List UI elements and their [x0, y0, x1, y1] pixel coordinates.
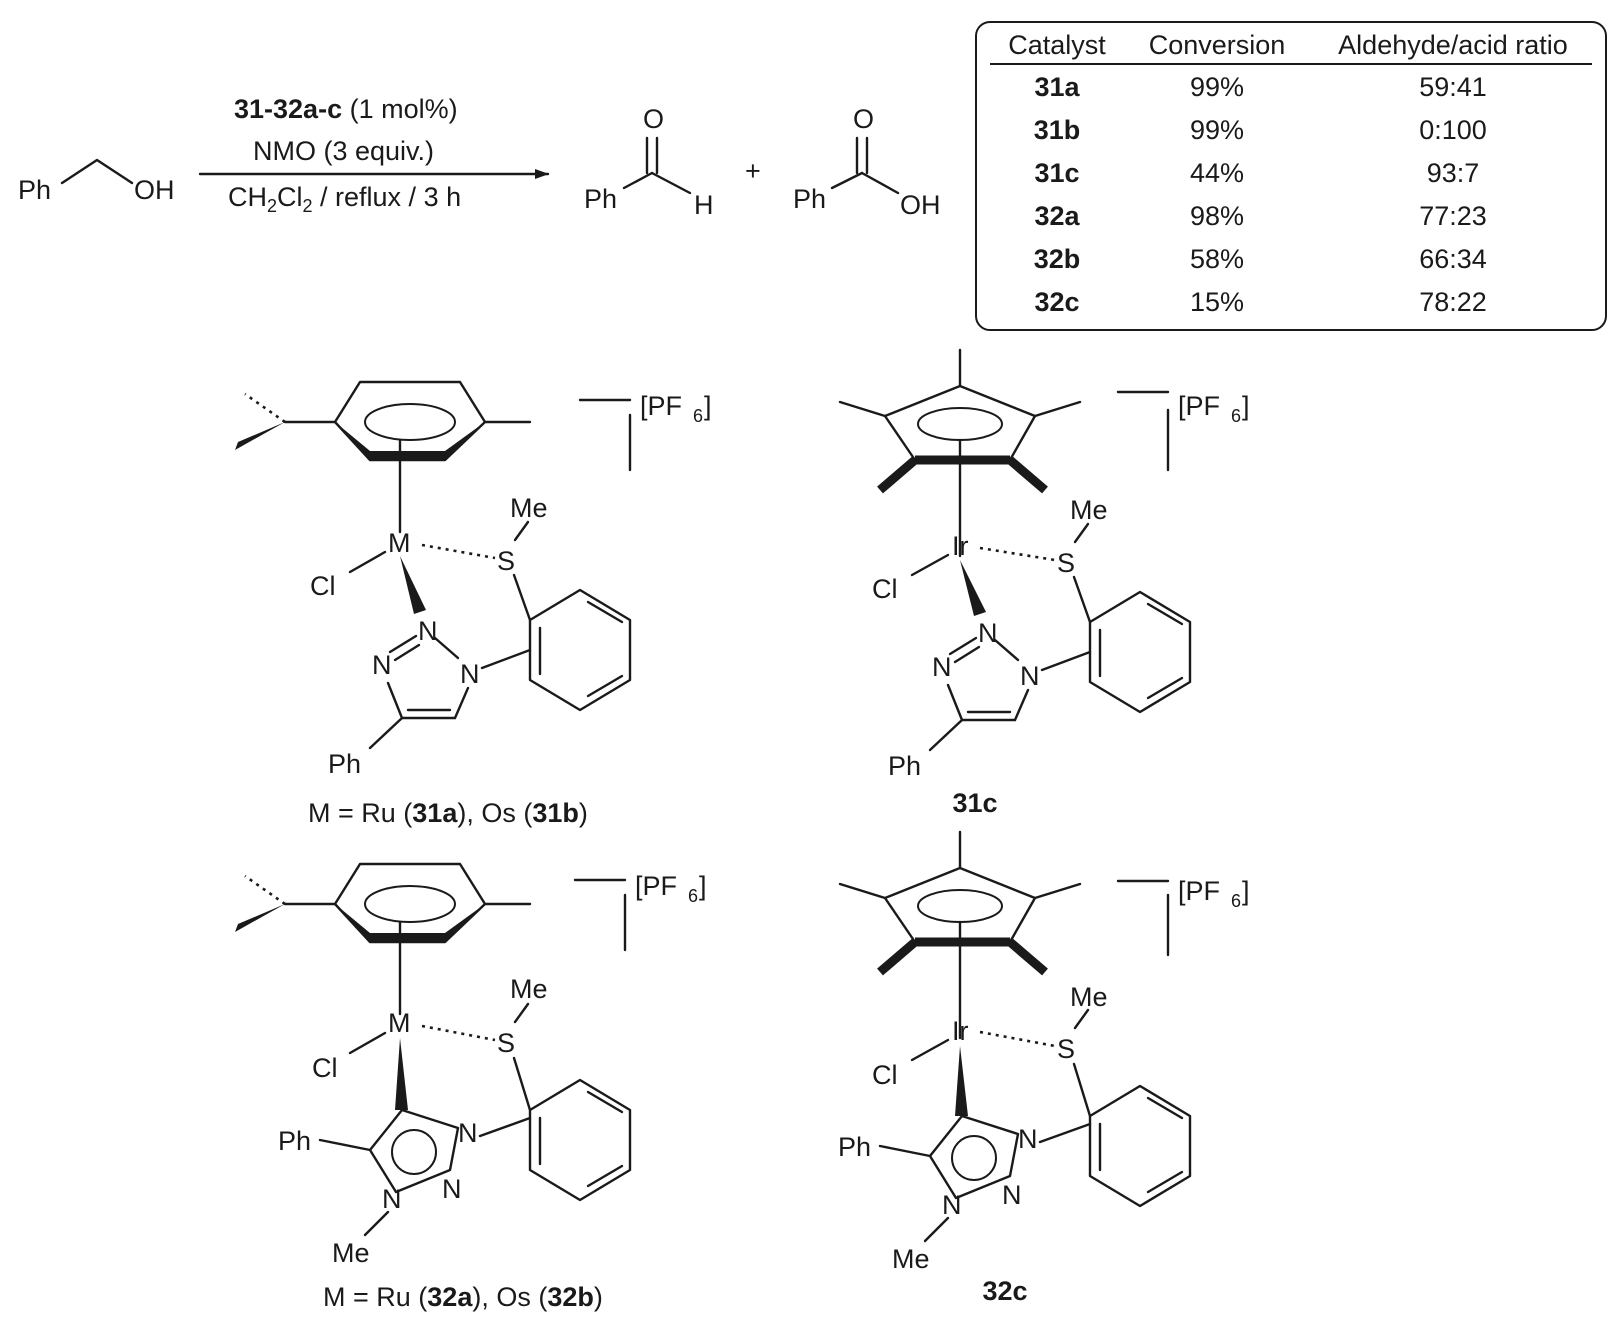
methyl-label: Me: [1070, 495, 1108, 525]
benzoic-acid: O Ph OH: [793, 104, 941, 220]
n-methyl-label: Me: [332, 1238, 370, 1268]
triazole-n1: N: [458, 1118, 478, 1148]
catalyst-loading: (1 mol%): [342, 94, 458, 124]
sulfur-label: S: [497, 546, 515, 576]
metal-label: Ir: [952, 531, 969, 561]
svg-text:6: 6: [1231, 406, 1241, 426]
table-cell-ratio: 66:34: [1419, 244, 1487, 274]
chloride-label: Cl: [310, 571, 336, 601]
table-cell-catalyst: 32c: [1034, 287, 1079, 317]
metal-label: Ir: [952, 1016, 969, 1046]
sulfur-label: S: [497, 1028, 515, 1058]
table-cell-conversion: 58%: [1190, 244, 1244, 274]
phenyl-label: Ph: [328, 749, 361, 779]
chloride-label: Cl: [872, 1060, 898, 1090]
table-body: 31a 99% 59:41 31b 99% 0:100 31c 44% 93:7 32a 98% 77…: [1034, 72, 1487, 317]
reaction: Ph OH 31-32a-c (1 mol%) NMO (3 equiv.) C…: [18, 94, 941, 220]
table-cell-catalyst: 32b: [1034, 244, 1081, 274]
svg-text:6: 6: [1231, 891, 1241, 911]
table-cell-conversion: 15%: [1190, 287, 1244, 317]
table-cell-conversion: 44%: [1190, 158, 1244, 188]
aldehyde-o: O: [643, 104, 664, 134]
oxidant-conditions: NMO (3 equiv.): [253, 136, 434, 166]
catalyst-conditions: 31-32a-c (1 mol%): [234, 94, 458, 124]
caption-32ab: M = Ru (32a), Os (32b): [323, 1282, 603, 1312]
svg-text:]: ]: [704, 391, 712, 421]
table-cell-ratio: 0:100: [1419, 115, 1487, 145]
header-ratio: Aldehyde/acid ratio: [1338, 30, 1568, 60]
caption-31ab: M = Ru (31a), Os (31b): [308, 798, 588, 828]
table-border: [975, 21, 1607, 331]
n-methyl-label: Me: [892, 1244, 930, 1274]
caption-32c: 32c: [982, 1276, 1027, 1306]
table-cell-conversion: 99%: [1190, 115, 1244, 145]
table-cell-conversion: 98%: [1190, 201, 1244, 231]
header-catalyst: Catalyst: [1008, 30, 1106, 60]
phenyl-label: Ph: [838, 1132, 871, 1162]
acid-o: O: [853, 104, 874, 134]
counterion-pf6: [PF: [635, 871, 677, 901]
chloride-label: Cl: [872, 574, 898, 604]
aldehyde-h: H: [694, 190, 714, 220]
svg-text:]: ]: [1242, 876, 1250, 906]
triazole-n1: N: [1018, 1124, 1038, 1154]
substrate-oh: OH: [134, 175, 175, 205]
svg-text:]: ]: [699, 871, 707, 901]
counterion-pf6: [PF: [1178, 876, 1220, 906]
triazole-n2: N: [442, 1174, 462, 1204]
triazole-n3: N: [460, 659, 480, 689]
acid-oh: OH: [900, 190, 941, 220]
triazole-n2: N: [372, 650, 392, 680]
svg-text:6: 6: [688, 886, 698, 906]
acid-ph: Ph: [793, 184, 826, 214]
table-cell-catalyst: 32a: [1034, 201, 1080, 231]
chloride-label: Cl: [312, 1053, 338, 1083]
table-cell-catalyst: 31c: [1034, 158, 1079, 188]
phenyl-label: Ph: [888, 751, 921, 781]
triazole-n1: N: [978, 618, 998, 648]
counterion-pf6: [PF: [1178, 391, 1220, 421]
triazole-n3: N: [1020, 661, 1040, 691]
table-cell-catalyst: 31b: [1034, 115, 1081, 145]
substrate-ph: Ph: [18, 175, 51, 205]
methyl-label: Me: [1070, 982, 1108, 1012]
table-cell-ratio: 78:22: [1419, 287, 1487, 317]
structure-31c: [PF 6 ] Ir Cl S Me N N N Ph 31c: [840, 350, 1250, 818]
plus-sign: +: [745, 156, 761, 186]
svg-text:6: 6: [693, 406, 703, 426]
sulfur-label: S: [1057, 1034, 1075, 1064]
sulfur-label: S: [1057, 548, 1075, 578]
header-conversion: Conversion: [1149, 30, 1286, 60]
methyl-label: Me: [510, 974, 548, 1004]
structure-31ab: [PF 6 ] M Cl S Me N N N Ph M = Ru (31a),…: [233, 380, 712, 828]
catalyst-range: 31-32a-c: [234, 94, 342, 124]
triazole-n2: N: [1002, 1180, 1022, 1210]
caption-31c: 31c: [952, 788, 997, 818]
svg-text:]: ]: [1242, 391, 1250, 421]
methyl-label: Me: [510, 493, 548, 523]
aldehyde-ph: Ph: [584, 184, 617, 214]
triazole-n3: N: [942, 1190, 962, 1220]
metal-label: M: [388, 1008, 411, 1038]
metal-label: M: [388, 528, 411, 558]
table-cell-ratio: 59:41: [1419, 72, 1487, 102]
triazole-n2: N: [932, 652, 952, 682]
benzyl-alcohol-bonds: [60, 158, 134, 185]
solvent-conditions: CH2Cl2 / reflux / 3 h: [228, 182, 461, 216]
benzaldehyde: O Ph H: [584, 104, 714, 220]
structure-32ab: [PF 6 ] M Cl S Me N N N Ph Me M = Ru (32…: [233, 862, 707, 1312]
table-cell-ratio: 77:23: [1419, 201, 1487, 231]
table-cell-conversion: 99%: [1190, 72, 1244, 102]
phenyl-label: Ph: [278, 1126, 311, 1156]
table-cell-ratio: 93:7: [1427, 158, 1480, 188]
table-cell-catalyst: 31a: [1034, 72, 1080, 102]
triazole-n3: N: [382, 1184, 402, 1214]
structure-32c: [PF 6 ] Ir Cl S Me N N N Ph Me 32c: [838, 832, 1250, 1306]
triazole-n1: N: [418, 616, 438, 646]
counterion-pf6: [PF: [640, 391, 682, 421]
results-table: Catalyst Conversion Aldehyde/acid ratio …: [975, 21, 1607, 331]
